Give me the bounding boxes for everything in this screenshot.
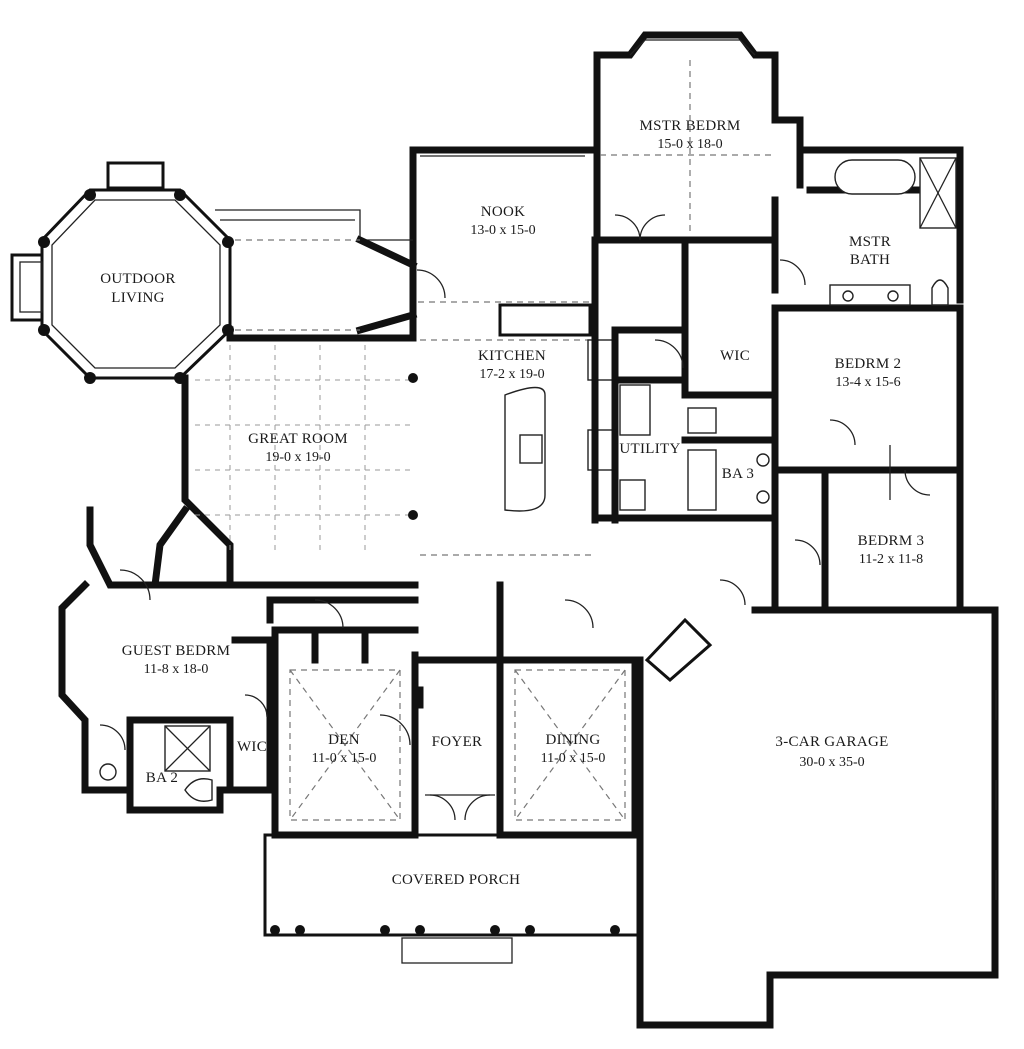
kitchen-dims: 17-2 x 19-0 — [479, 367, 544, 382]
door-swings — [99, 214, 931, 821]
toilet-icon — [931, 279, 949, 306]
dining-dims: 11-0 x 15-0 — [541, 751, 606, 766]
guest-wing-walls — [58, 505, 419, 814]
den-label: DEN — [328, 732, 360, 748]
bedroom-2-3-walls — [771, 304, 964, 614]
kitchen-label: KITCHEN — [478, 348, 546, 364]
grill-icon — [106, 161, 165, 190]
outdoor-living — [10, 161, 418, 384]
great-room-dims: 19-0 x 19-0 — [265, 450, 330, 465]
bedrm-2-label: BEDRM 2 — [835, 356, 902, 372]
garage-dims: 30-0 x 35-0 — [799, 755, 864, 770]
outdoor-living-label-1: OUTDOOR — [100, 271, 175, 287]
mstr-bath-label-2: BATH — [850, 252, 890, 268]
master-bath-walls — [776, 146, 964, 312]
bathtub-icon — [834, 159, 916, 195]
ba2-toilet-icon — [99, 763, 117, 781]
guest-bedrm-dims: 11-8 x 18-0 — [144, 662, 209, 677]
ba-3-label: BA 3 — [722, 466, 754, 482]
nook-walls — [409, 146, 596, 339]
great-room-kitchen — [181, 236, 689, 589]
covered-porch-label: COVERED PORCH — [392, 872, 521, 888]
bedrm-3-label: BEDRM 3 — [858, 533, 925, 549]
mstr-bath-label-1: MSTR — [849, 234, 891, 250]
garage-label: 3-CAR GARAGE — [775, 734, 888, 750]
dining-label: DINING — [545, 732, 600, 748]
ba-2-label: BA 2 — [146, 770, 178, 786]
covered-porch — [263, 833, 642, 964]
great-room-label: GREAT ROOM — [248, 431, 348, 447]
master-bedroom-walls — [593, 31, 804, 294]
garage-walls — [636, 606, 999, 1029]
mstr-bedrm-label: MSTR BEDRM — [640, 118, 741, 134]
nook-label: NOOK — [481, 204, 526, 220]
foyer-label: FOYER — [432, 734, 483, 750]
utility-wic-ba3 — [591, 236, 779, 524]
bedrm-3-dims: 11-2 x 11-8 — [859, 552, 923, 567]
bedrm-2-dims: 13-4 x 15-6 — [835, 375, 900, 390]
mstr-bedrm-dims: 15-0 x 18-0 — [657, 137, 722, 152]
guest-bedrm-label: GUEST BEDRM — [122, 643, 230, 659]
ba3-tub-icon — [687, 449, 717, 511]
room-labels: MSTR BEDRM 15-0 x 18-0 MSTR BATH NOOK 13… — [100, 118, 924, 888]
wic-master-label: WIC — [720, 348, 750, 364]
sink-icon — [519, 434, 543, 464]
den-dims: 11-0 x 15-0 — [312, 751, 377, 766]
nook-dims: 13-0 x 15-0 — [470, 223, 535, 238]
fireplace-icon — [10, 253, 44, 322]
outdoor-living-label-2: LIVING — [111, 290, 164, 306]
den-foyer-dining — [271, 581, 639, 839]
utility-label: UTILITY — [619, 441, 680, 457]
wic-guest-label: WIC — [237, 739, 267, 755]
